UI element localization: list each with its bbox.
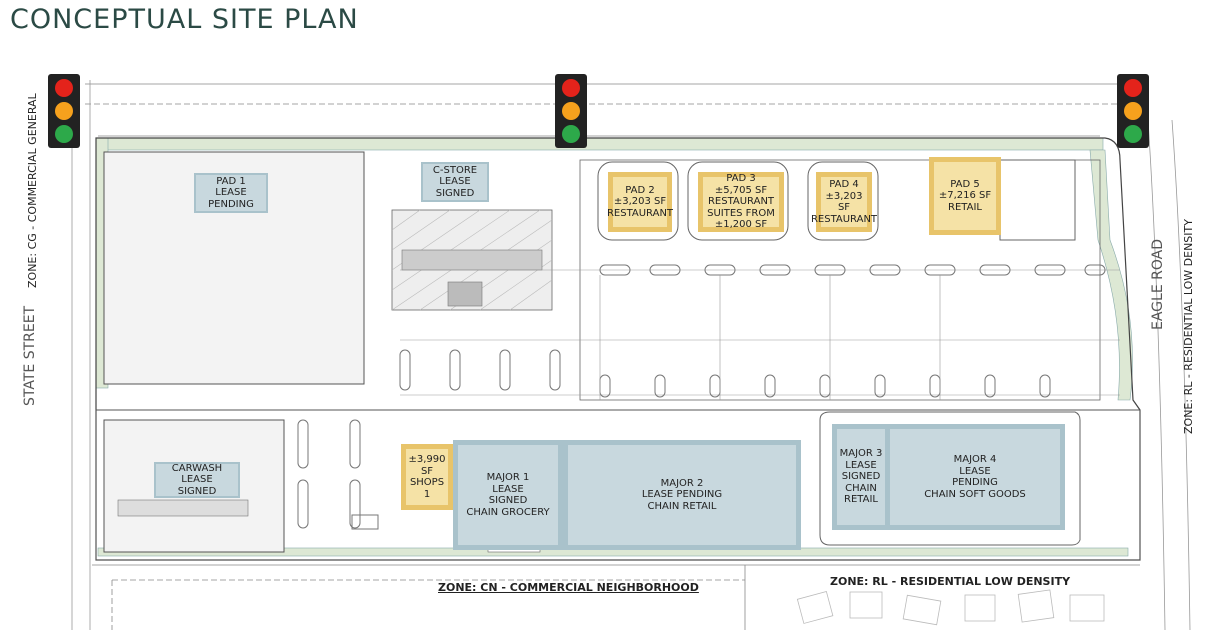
traffic-light-center-icon (555, 74, 587, 148)
page-title: CONCEPTUAL SITE PLAN (10, 4, 359, 35)
main-parking-field (579, 159, 1101, 401)
parcel-pad2[interactable]: PAD 2 ±3,203 SF RESTAURANT (607, 172, 673, 232)
zone-west-label: ZONE: CG - COMMERCIAL GENERAL (26, 93, 39, 288)
parcel-pad1[interactable]: PAD 1 LEASE PENDING (194, 173, 268, 213)
parcel-pad4[interactable]: PAD 4 ±3,203 SF RESTAURANT (811, 172, 877, 232)
zone-southeast-label: ZONE: RL - RESIDENTIAL LOW DENSITY (830, 575, 1071, 588)
parcel-carwash[interactable]: CARWASH LEASE SIGNED (154, 462, 240, 498)
parcel-pad5[interactable]: PAD 5 ±7,216 SF RETAIL (929, 157, 1001, 235)
zone-south-label: ZONE: CN - COMMERCIAL NEIGHBORHOOD (438, 581, 699, 594)
parcel-major1[interactable]: MAJOR 1 LEASE SIGNED CHAIN GROCERY (453, 440, 563, 550)
parcel-major3[interactable]: MAJOR 3 LEASE SIGNED CHAIN RETAIL (832, 424, 890, 530)
traffic-light-west-icon (48, 74, 80, 148)
parcel-pad3[interactable]: PAD 3 ±5,705 SF RESTAURANT SUITES FROM ±… (698, 172, 784, 232)
traffic-light-east-icon (1117, 74, 1149, 148)
zone-east-label: ZONE: RL - RESIDENTIAL LOW DENSITY (1182, 219, 1195, 434)
landscape-setback-east (1089, 149, 1133, 401)
parcel-major4[interactable]: MAJOR 4 LEASE PENDING CHAIN SOFT GOODS (885, 424, 1065, 530)
landscape-setback-north (97, 137, 1104, 151)
street-east-label: EAGLE ROAD (1150, 239, 1166, 330)
street-west-label: STATE STREET (22, 305, 38, 406)
parcel-major2[interactable]: MAJOR 2 LEASE PENDING CHAIN RETAIL (563, 440, 801, 550)
parcel-shops1[interactable]: ±3,990 SF SHOPS 1 (401, 444, 453, 510)
parcel-cstore[interactable]: C-STORE LEASE SIGNED (421, 162, 489, 202)
